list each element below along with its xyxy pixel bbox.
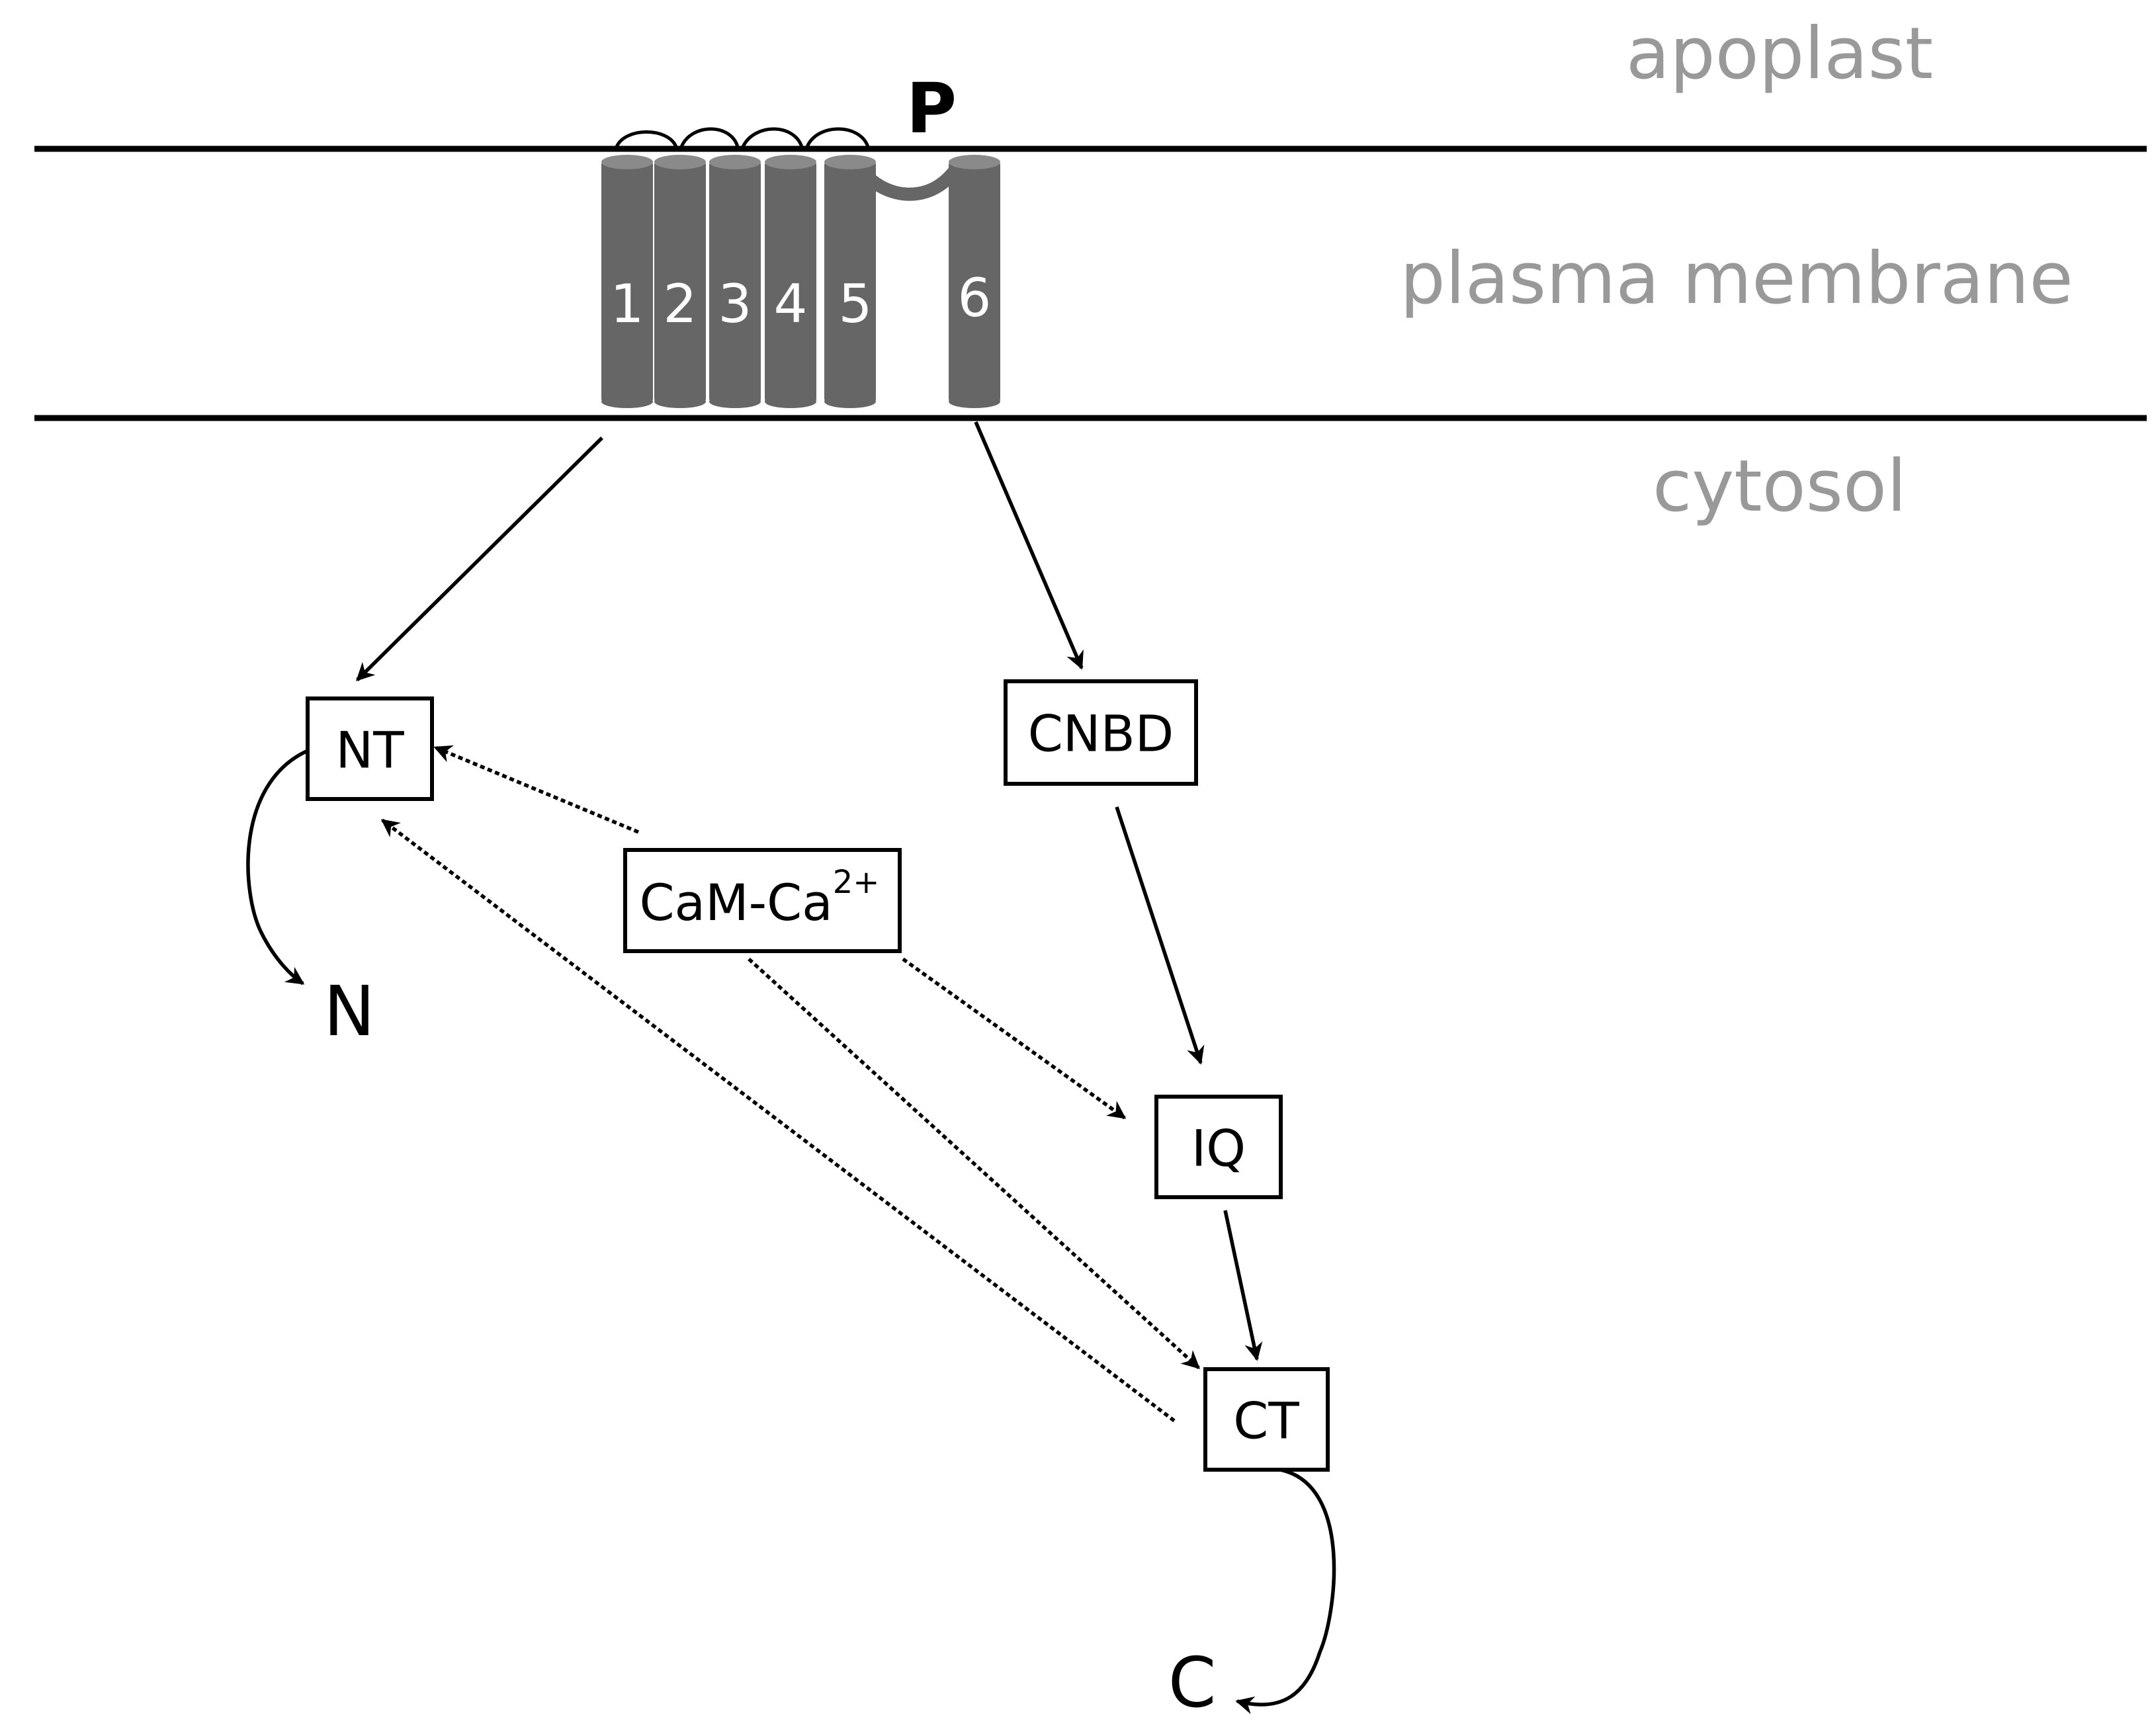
cam-ca-superscript: 2+ <box>833 864 880 901</box>
domain-cnbd-label: CNBD <box>1028 704 1174 763</box>
apoplast-label: apoplast <box>1626 13 1933 95</box>
helix-4-label: 4 <box>774 273 808 335</box>
helix-1-label: 1 <box>611 273 644 335</box>
helix-3: 3 <box>709 155 761 408</box>
arrow-nt-to-n-terminus <box>246 749 309 986</box>
domain-iq: IQ <box>1154 1095 1283 1199</box>
helix-6: 6 <box>949 155 1000 408</box>
helix-1: 1 <box>601 155 653 408</box>
helix-5: 5 <box>824 155 876 408</box>
arrow-cnbd-to-iq <box>1115 806 1205 1065</box>
transmembrane-helices: 1 2 3 4 5 6 <box>601 155 1000 408</box>
cam-ca-text: CaM-Ca <box>639 873 832 932</box>
domain-nt-label: NT <box>335 721 404 780</box>
helix-2-label: 2 <box>664 273 697 335</box>
pore-label: P <box>906 68 957 149</box>
arrow-helix1-to-nt <box>356 437 603 681</box>
dotted-arrow-ct-to-nt <box>380 818 1176 1423</box>
loop-4-5 <box>805 127 870 148</box>
helix-6-label: 6 <box>958 267 992 329</box>
loop-2-3 <box>679 127 740 148</box>
helix-4: 4 <box>765 155 816 408</box>
extracellular-loops <box>615 127 870 148</box>
domain-nt: NT <box>306 696 434 801</box>
domain-ct-label: CT <box>1233 1392 1299 1451</box>
domain-cnbd: CNBD <box>1004 679 1198 786</box>
c-terminus-label: C <box>1168 1642 1217 1723</box>
dotted-arrow-cam-to-iq <box>902 957 1127 1120</box>
domain-ct: CT <box>1203 1367 1330 1472</box>
domain-cam-ca: CaM-Ca2+ <box>623 848 902 953</box>
dotted-arrow-cam-to-ct <box>748 957 1201 1370</box>
helix-3-label: 3 <box>718 273 752 335</box>
domain-iq-label: IQ <box>1191 1119 1246 1178</box>
arrow-ct-to-c-terminus <box>1235 1468 1336 1714</box>
loop-3-4 <box>741 127 804 148</box>
arrow-helix6-to-cnbd <box>974 421 1084 670</box>
plasma-membrane-label: plasma membrane <box>1400 237 2073 320</box>
helix-2: 2 <box>654 155 706 408</box>
loop-1-2 <box>615 130 678 148</box>
n-terminus-label: N <box>323 971 375 1052</box>
helix-5-label: 5 <box>839 273 873 335</box>
arrow-iq-to-ct <box>1223 1210 1263 1361</box>
cytosol-label: cytosol <box>1653 445 1907 528</box>
dotted-arrow-cam-to-nt <box>433 745 640 834</box>
domain-cam-ca-label: CaM-Ca2+ <box>639 864 879 932</box>
